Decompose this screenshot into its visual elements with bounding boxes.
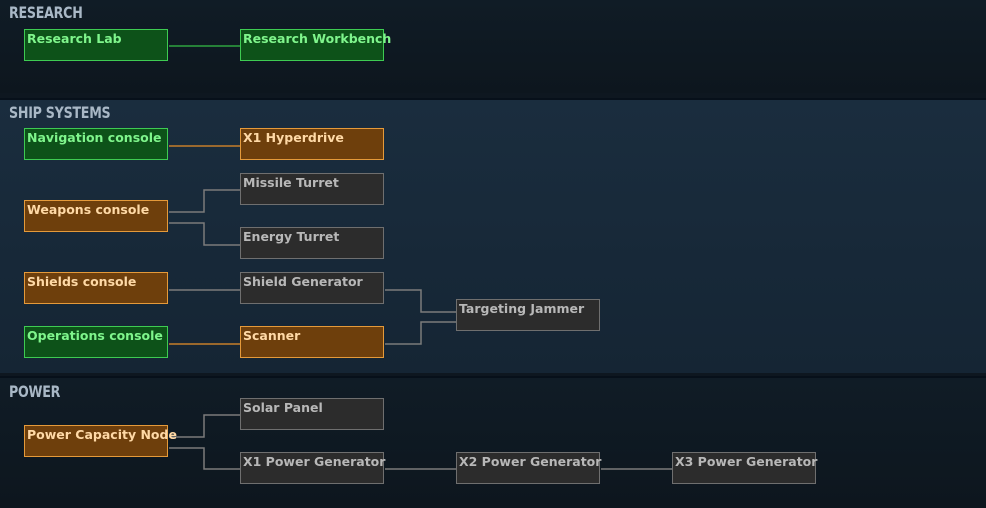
node-x2-power-generator[interactable]: X2 Power Generator [456, 452, 601, 484]
node-research-workbench[interactable]: Research Workbench [240, 29, 391, 61]
power-section-title: POWER [9, 382, 61, 401]
node-x1-hyperdrive[interactable]: X1 Hyperdrive [240, 128, 384, 160]
node-x1-power-generator[interactable]: X1 Power Generator [240, 452, 385, 484]
node-energy-turret[interactable]: Energy Turret [240, 227, 384, 259]
node-shields-console[interactable]: Shields console [24, 272, 168, 304]
node-research-lab[interactable]: Research Lab [24, 29, 168, 61]
node-shield-generator[interactable]: Shield Generator [240, 272, 384, 304]
node-power-capacity-node[interactable]: Power Capacity Node [24, 425, 177, 457]
research-section-title: RESEARCH [9, 3, 83, 22]
node-solar-panel[interactable]: Solar Panel [240, 398, 384, 430]
ship-systems-section-title: SHIP SYSTEMS [9, 103, 111, 122]
node-navigation-console[interactable]: Navigation console [24, 128, 168, 160]
node-x3-power-generator[interactable]: X3 Power Generator [672, 452, 817, 484]
node-missile-turret[interactable]: Missile Turret [240, 173, 384, 205]
node-scanner[interactable]: Scanner [240, 326, 384, 358]
node-targeting-jammer[interactable]: Targeting Jammer [456, 299, 600, 331]
node-operations-console[interactable]: Operations console [24, 326, 168, 358]
node-weapons-console[interactable]: Weapons console [24, 200, 168, 232]
